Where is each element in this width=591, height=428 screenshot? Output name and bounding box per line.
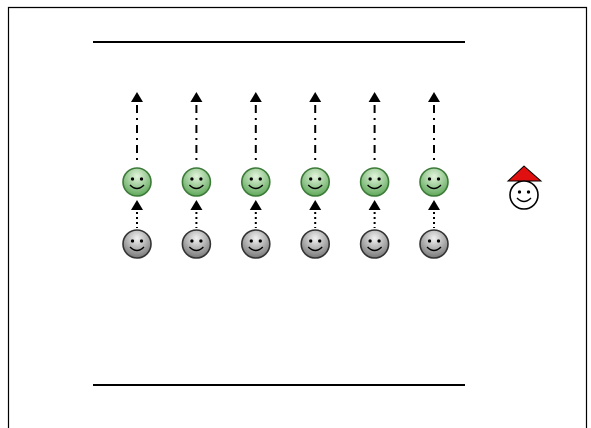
- green-smiley-icon: [122, 167, 152, 197]
- up-arrow-icon: [309, 200, 322, 210]
- up-arrow-icon: [309, 92, 322, 102]
- gray-smiley-icon: [241, 229, 271, 259]
- green-smiley-icon: [181, 167, 212, 197]
- outer-frame: [7, 6, 588, 428]
- column-2: [181, 92, 212, 259]
- up-arrow-icon: [131, 92, 143, 102]
- column-6: [419, 92, 449, 259]
- green-smiley-icon: [241, 167, 271, 197]
- up-arrow-icon: [249, 92, 262, 102]
- gray-smiley-icon: [359, 229, 390, 259]
- up-arrow-icon: [368, 92, 381, 102]
- hat-person: [506, 165, 543, 210]
- green-smiley-icon: [419, 167, 449, 197]
- column-4: [300, 92, 331, 259]
- gray-smiley-icon: [181, 229, 212, 259]
- column-5: [359, 92, 390, 259]
- up-arrow-icon: [190, 200, 203, 210]
- red-hat-icon: [506, 165, 543, 182]
- up-arrow-icon: [428, 92, 440, 102]
- gray-smiley-icon: [122, 229, 152, 259]
- column-1: [122, 92, 152, 259]
- gray-smiley-icon: [300, 229, 331, 259]
- column-3: [241, 92, 271, 259]
- green-smiley-icon: [359, 167, 390, 197]
- white-smiley-icon: [509, 180, 539, 210]
- up-arrow-icon: [368, 200, 381, 210]
- green-smiley-icon: [300, 167, 331, 197]
- person-columns: [122, 92, 449, 259]
- gray-smiley-icon: [419, 229, 449, 259]
- up-arrow-icon: [131, 200, 143, 210]
- up-arrow-icon: [428, 200, 440, 210]
- up-arrow-icon: [249, 200, 262, 210]
- up-arrow-icon: [190, 92, 203, 102]
